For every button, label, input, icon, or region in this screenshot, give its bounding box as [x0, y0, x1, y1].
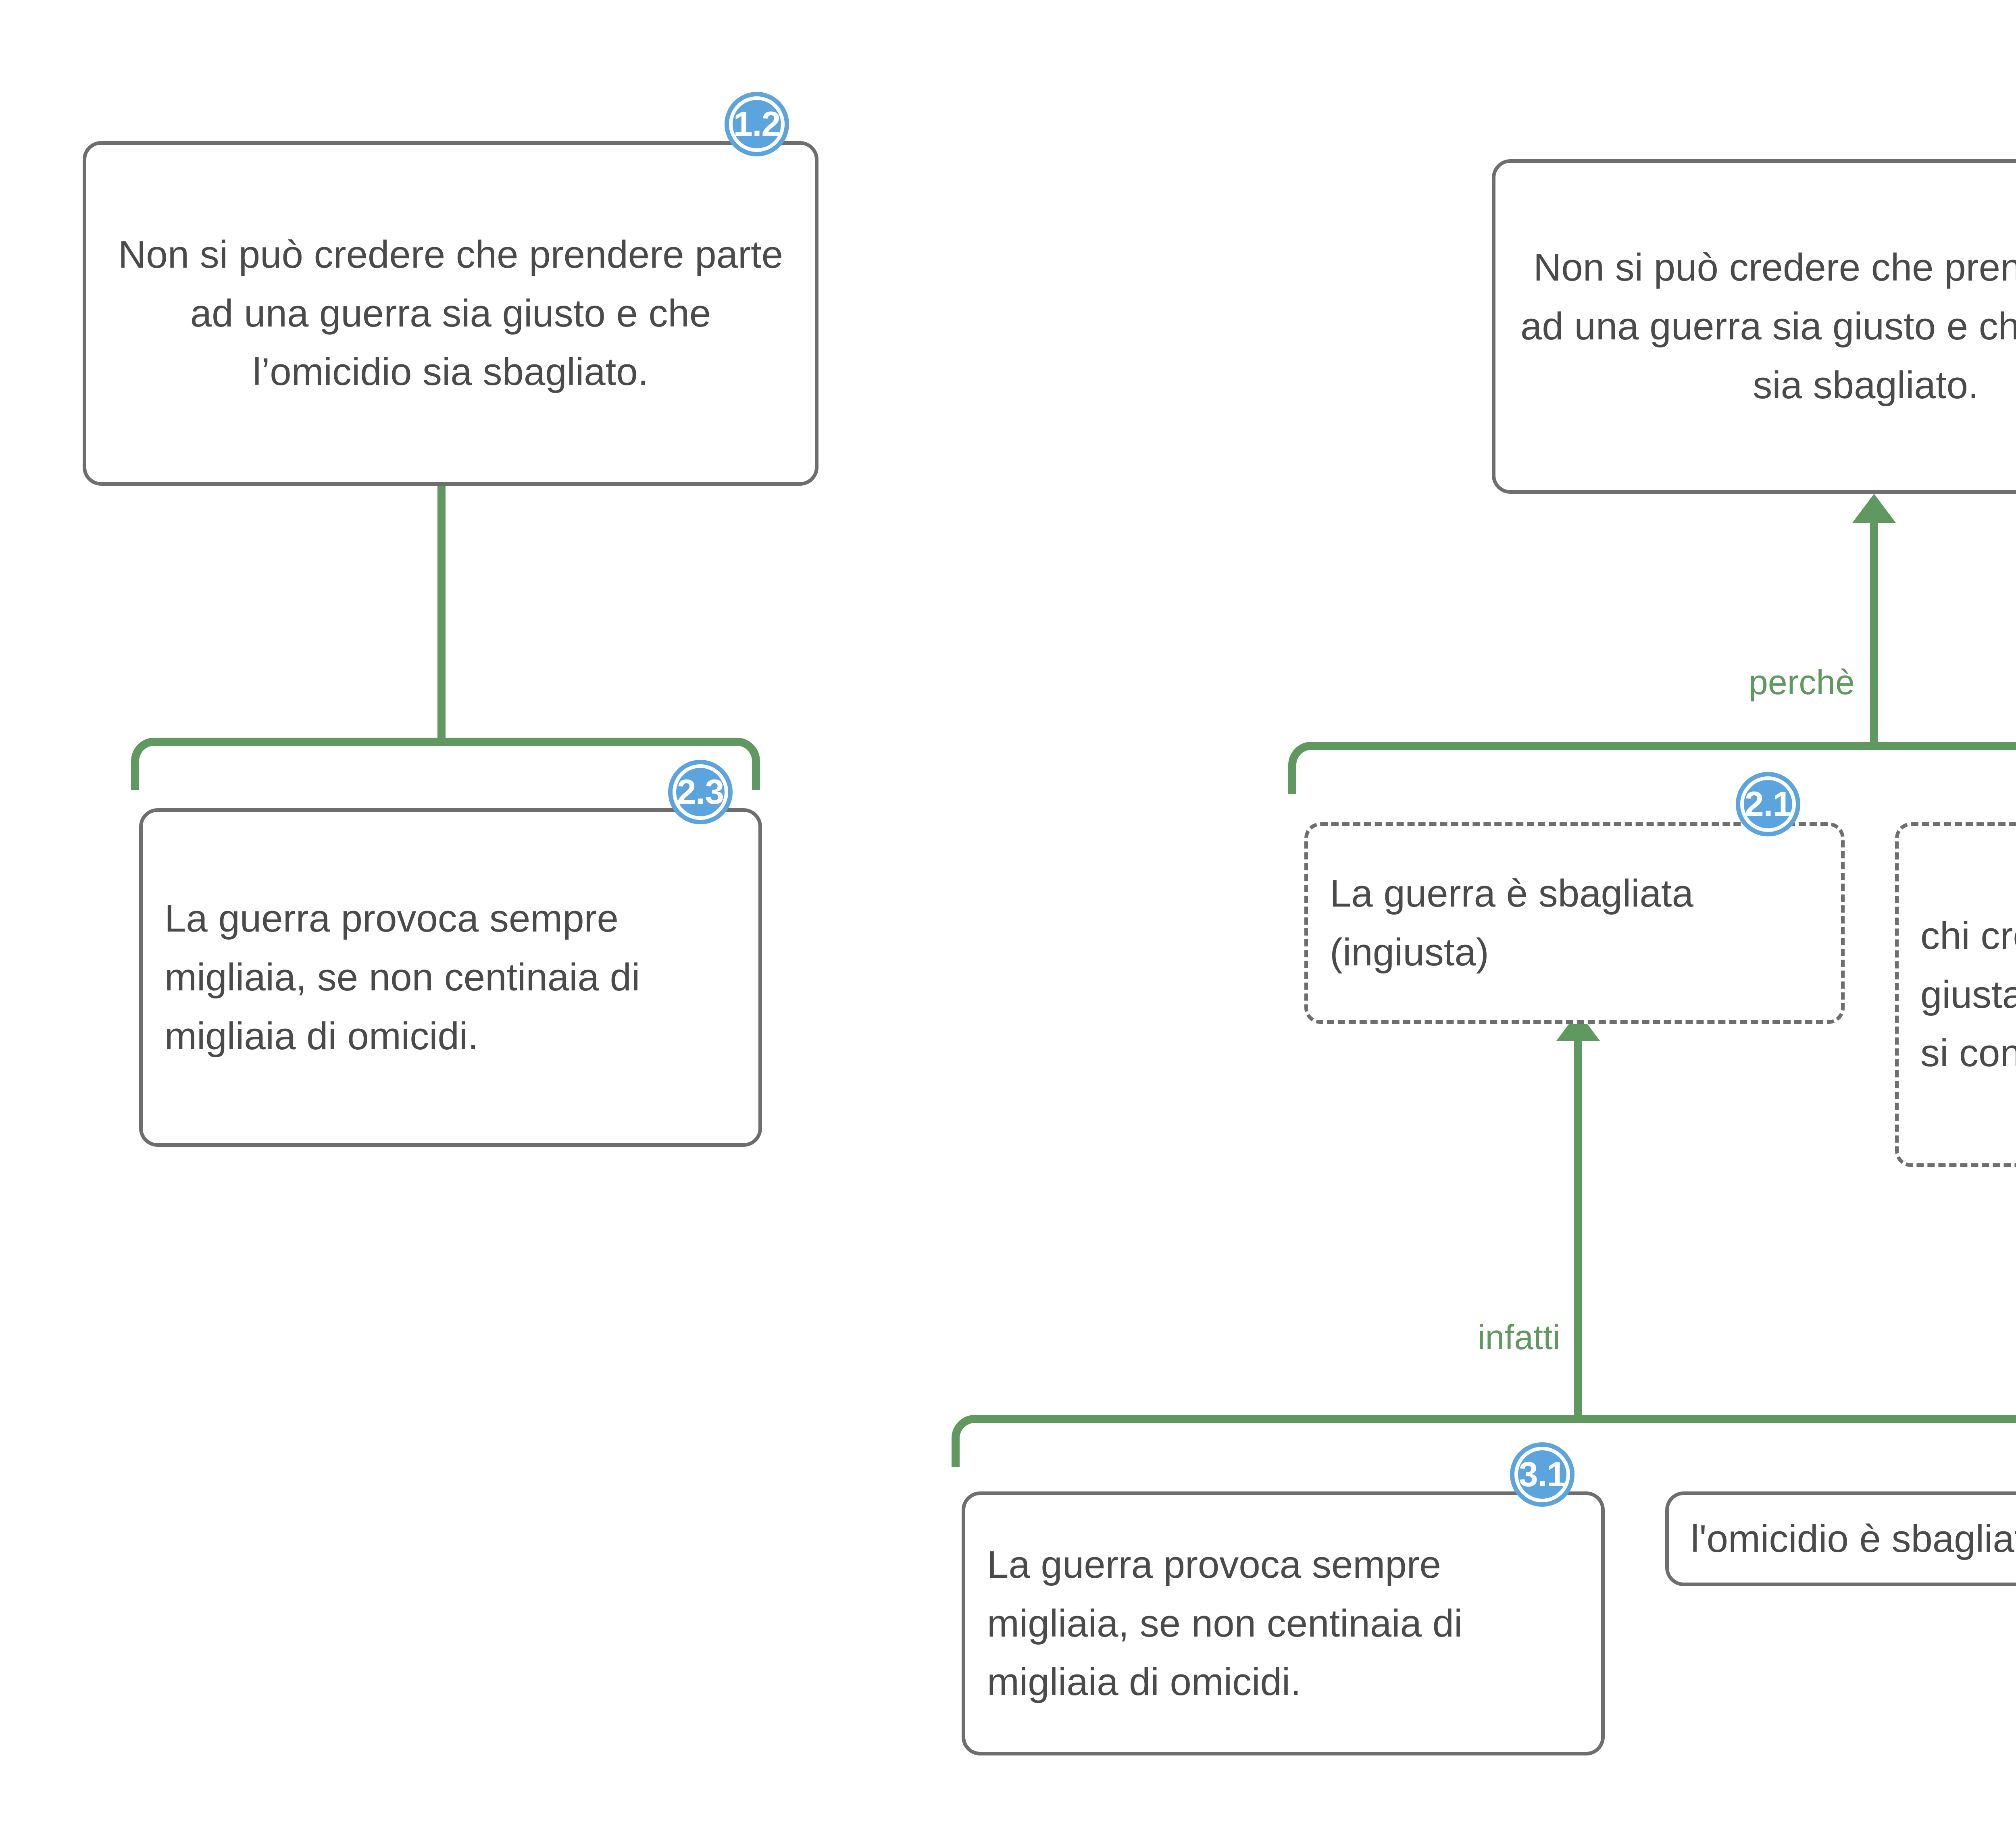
connector-line-left: [437, 486, 446, 742]
node-badge-1-2: 1.2: [725, 92, 789, 156]
node-badge-2-3-label: 2.3: [677, 773, 725, 811]
argument-node-3-1-text: La guerra provoca sempre migliaia, se no…: [987, 1543, 1463, 1704]
badge-ring-icon: [729, 96, 785, 152]
connector-bracket-left: [131, 738, 760, 790]
argument-node-2-2[interactable]: chi crede che la guerra è giusta e l'omi…: [1895, 822, 2016, 1167]
argument-node-2-3[interactable]: La guerra provoca sempre migliaia, se no…: [139, 808, 762, 1147]
badge-ring-icon: [673, 764, 728, 820]
node-badge-1-2-label: 1.2: [733, 105, 781, 144]
argument-node-1-2-text: Non si può credere che prendere parte ad…: [118, 233, 783, 394]
node-badge-3-1: 3.1: [1510, 1442, 1574, 1507]
connector-arrowhead-perche: [1852, 494, 1896, 523]
argument-node-1-2[interactable]: Non si può credere che prendere parte ad…: [83, 141, 818, 486]
badge-ring-icon: [1740, 776, 1796, 832]
badge-ring-icon: [1514, 1447, 1570, 1502]
node-badge-2-1: 2.1: [1736, 772, 1800, 836]
argument-node-2-2-text: chi crede che la guerra è giusta e l'omi…: [1920, 914, 2016, 1075]
argument-node-3-2[interactable]: l'omicidio è sbagliato: [1665, 1491, 2016, 1586]
connector-bracket-level2: [1288, 742, 2016, 794]
argument-node-2-1-text: La guerra è sbagliata (ingiusta): [1330, 872, 1693, 974]
connector-label-perche: perchè: [1749, 663, 1855, 702]
argument-node-3-2-text: l'omicidio è sbagliato: [1691, 1517, 2016, 1560]
node-badge-3-1-label: 3.1: [1518, 1455, 1566, 1494]
argument-node-3-1[interactable]: La guerra provoca sempre migliaia, se no…: [962, 1491, 1605, 1755]
argument-node-1-1[interactable]: Non si può credere che prendere parte ad…: [1492, 159, 2016, 494]
argument-node-2-1[interactable]: La guerra è sbagliata (ingiusta): [1304, 822, 1845, 1024]
node-badge-2-1-label: 2.1: [1744, 785, 1792, 824]
connector-label-infatti: infatti: [1477, 1318, 1560, 1357]
argument-node-2-3-text: La guerra provoca sempre migliaia, se no…: [165, 897, 640, 1058]
node-badge-2-3: 2.3: [668, 760, 733, 824]
connector-line-infatti: [1574, 1038, 1582, 1421]
argument-node-1-1-text: Non si può credere che prendere parte ad…: [1520, 246, 2016, 407]
connector-bracket-level3: [952, 1415, 2016, 1467]
connector-line-perche: [1870, 520, 1878, 746]
